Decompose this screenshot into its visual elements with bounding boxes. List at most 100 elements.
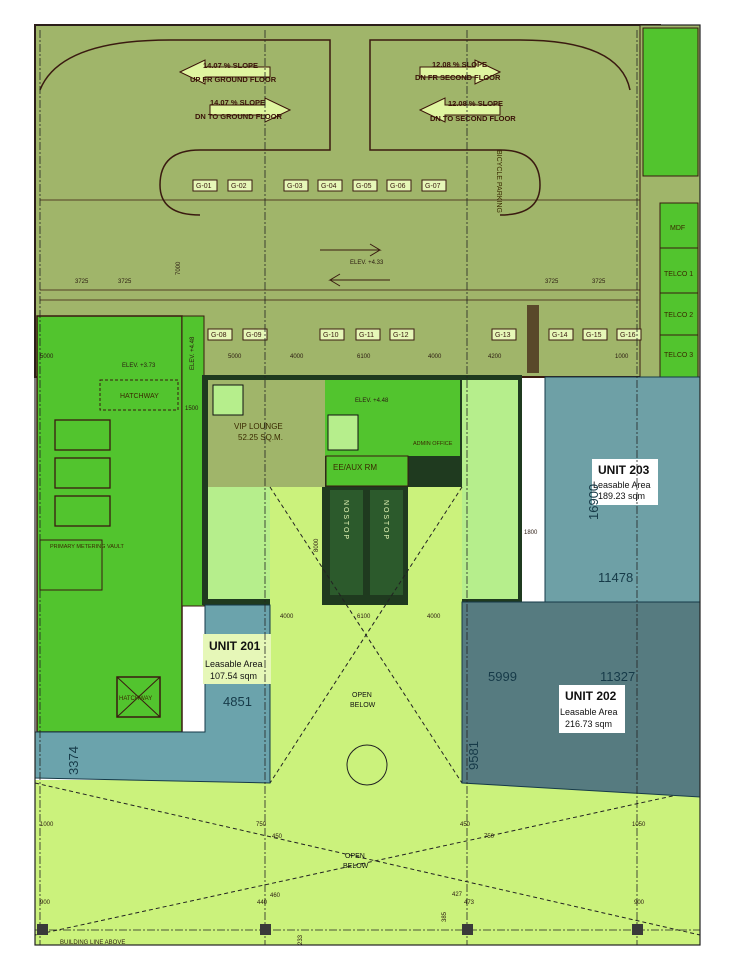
elevator xyxy=(327,414,359,451)
parking-slot[interactable]: G-11 xyxy=(355,328,381,341)
plan-frame xyxy=(34,24,701,946)
unit-202-label: UNIT 202 Leasable Area 216.73 sqm xyxy=(559,685,625,733)
parking-slot[interactable]: G-16 xyxy=(616,328,642,341)
dim-6100-core: 6100 xyxy=(357,614,371,620)
parking-slot[interactable]: G-09 xyxy=(242,328,268,341)
ramp-curve-right xyxy=(369,39,631,216)
dim-3725-b: 3725 xyxy=(118,279,132,285)
dim-233: 233 xyxy=(298,934,304,945)
parking-slot[interactable]: G-14 xyxy=(548,328,574,341)
unit-201-sublabel: Leasable Area xyxy=(205,659,263,669)
svg-text:G-01: G-01 xyxy=(196,183,212,190)
svg-text:G-02: G-02 xyxy=(231,183,247,190)
dim-1500: 1500 xyxy=(185,406,199,412)
dim-4000-b: 4000 xyxy=(428,354,442,360)
unit-201-label: UNIT 201 Leasable Area 107.54 sqm xyxy=(203,634,271,684)
parking-slot[interactable]: G-07 xyxy=(421,179,447,192)
parking-slot[interactable]: G-13 xyxy=(491,328,517,341)
dim-6100: 6100 xyxy=(357,354,371,360)
parking-slot[interactable]: G-10 xyxy=(319,328,345,341)
unit-202-area-value: 216.73 sqm xyxy=(565,719,612,729)
ramp-arrow-dn-second xyxy=(418,97,501,123)
no-stop-1: N O S T O P xyxy=(342,500,349,539)
ramp-label-2: DN TO GROUND FLOOR xyxy=(195,112,283,121)
dim-1000: 1000 xyxy=(615,354,629,360)
mdf-room[interactable] xyxy=(659,202,699,249)
no-stop-2: N O S T O P xyxy=(382,500,389,539)
dim-9581: 9581 xyxy=(466,741,481,770)
pmv-line: PRIMARY METERING VAULT xyxy=(50,544,124,550)
elev-448-core: ELEV. +4.48 xyxy=(355,398,389,404)
parking-slot[interactable]: G-03 xyxy=(283,179,309,192)
parking-slots-top: G-01 G-02 G-03 G-04 G-05 G-06 G-07 xyxy=(192,179,447,192)
dim-7000: 7000 xyxy=(176,261,182,275)
parking-slot[interactable]: G-01 xyxy=(192,179,218,192)
office-suite xyxy=(642,27,699,177)
elev-373: ELEV. +3.73 xyxy=(122,363,156,369)
dim-1000-b: 1000 xyxy=(40,822,54,828)
dim-450-b: 450 xyxy=(460,822,471,828)
unit-203-area-value: 189.23 sqm xyxy=(598,491,645,501)
unit-202-title: UNIT 202 xyxy=(565,689,617,703)
dim-440: 440 xyxy=(257,900,268,906)
hatchway-cross xyxy=(116,676,161,718)
parking-slot[interactable]: G-04 xyxy=(317,179,343,192)
ramp-slope-1: 14.07 % SLOPE xyxy=(203,61,258,70)
dim-16900: 16900 xyxy=(586,484,601,520)
telco3-label: TELCO 3 xyxy=(664,352,693,359)
dim-3725-d: 3725 xyxy=(592,279,606,285)
elevator xyxy=(212,384,244,416)
open-below-middle-2: BELOW xyxy=(350,702,376,709)
svg-text:G-15: G-15 xyxy=(586,332,602,339)
open-below-core-left xyxy=(270,487,322,605)
dim-900-b: 900 xyxy=(634,900,645,906)
hatchway-top-label: HATCHWAY xyxy=(120,393,159,400)
round-planter xyxy=(346,744,388,786)
ee-aux-room[interactable] xyxy=(325,455,409,487)
svg-text:G-10: G-10 xyxy=(323,332,339,339)
mdf-label: MDF xyxy=(670,225,685,232)
parking-slot[interactable]: G-06 xyxy=(386,179,412,192)
stair-right xyxy=(462,380,518,599)
dim-427: 427 xyxy=(452,892,463,898)
ramp-label-4: DN TO SECOND FLOOR xyxy=(430,114,516,123)
parking-elevation: ELEV. +4.33 xyxy=(350,260,384,266)
generators xyxy=(54,419,111,527)
parking-slot[interactable]: G-08 xyxy=(207,328,233,341)
dim-750-a: 750 xyxy=(256,822,267,828)
hatchway-bottom[interactable] xyxy=(116,676,161,718)
dim-8000: 8000 xyxy=(314,538,320,552)
open-below-cross xyxy=(34,486,701,936)
open-below-middle-1: OPEN xyxy=(352,692,372,699)
building-line-above: BUILDING LINE ABOVE xyxy=(60,940,125,946)
dim-5999: 5999 xyxy=(488,669,517,684)
elev-448-left: ELEV. +4.48 xyxy=(190,336,196,370)
svg-text:G-13: G-13 xyxy=(495,332,511,339)
parking-slot[interactable]: G-02 xyxy=(227,179,253,192)
parking-slots-bottom: G-08 G-09 G-10 G-11 G-12 G-13 G-14 G-15 … xyxy=(207,328,642,341)
unit-202-sublabel: Leasable Area xyxy=(560,707,618,717)
unit-201-title: UNIT 201 xyxy=(209,639,261,653)
parking-slot[interactable]: G-15 xyxy=(582,328,608,341)
hatched-no-parking xyxy=(527,305,539,373)
dim-3725-c: 3725 xyxy=(545,279,559,285)
dim-900-a: 900 xyxy=(40,900,51,906)
open-below-area-bottom xyxy=(35,780,700,945)
svg-text:G-08: G-08 xyxy=(211,332,227,339)
parking-slot[interactable]: G-12 xyxy=(389,328,415,341)
bicycle-parking-label: BICYCLE PARKING xyxy=(495,150,502,213)
unit-203-label: UNIT 203 Leasable Area 189.23 sqm xyxy=(592,459,658,505)
dim-1050: 1050 xyxy=(632,822,646,828)
dim-4851: 4851 xyxy=(223,694,252,709)
svg-text:G-12: G-12 xyxy=(393,332,409,339)
ramp-slope-4: 12.08 % SLOPE xyxy=(448,99,503,108)
dim-1800: 1800 xyxy=(524,530,538,536)
parking-slot[interactable]: G-05 xyxy=(352,179,378,192)
ramp-label-1: UP FR GROUND FLOOR xyxy=(190,75,277,84)
dim-4200: 4200 xyxy=(488,354,502,360)
hatchway-top[interactable] xyxy=(99,379,179,411)
ramp-slope-2: 14.07 % SLOPE xyxy=(210,98,265,107)
ramp-slope-3: 12.08 % SLOPE xyxy=(432,60,487,69)
telco2-label: TELCO 2 xyxy=(664,312,693,319)
